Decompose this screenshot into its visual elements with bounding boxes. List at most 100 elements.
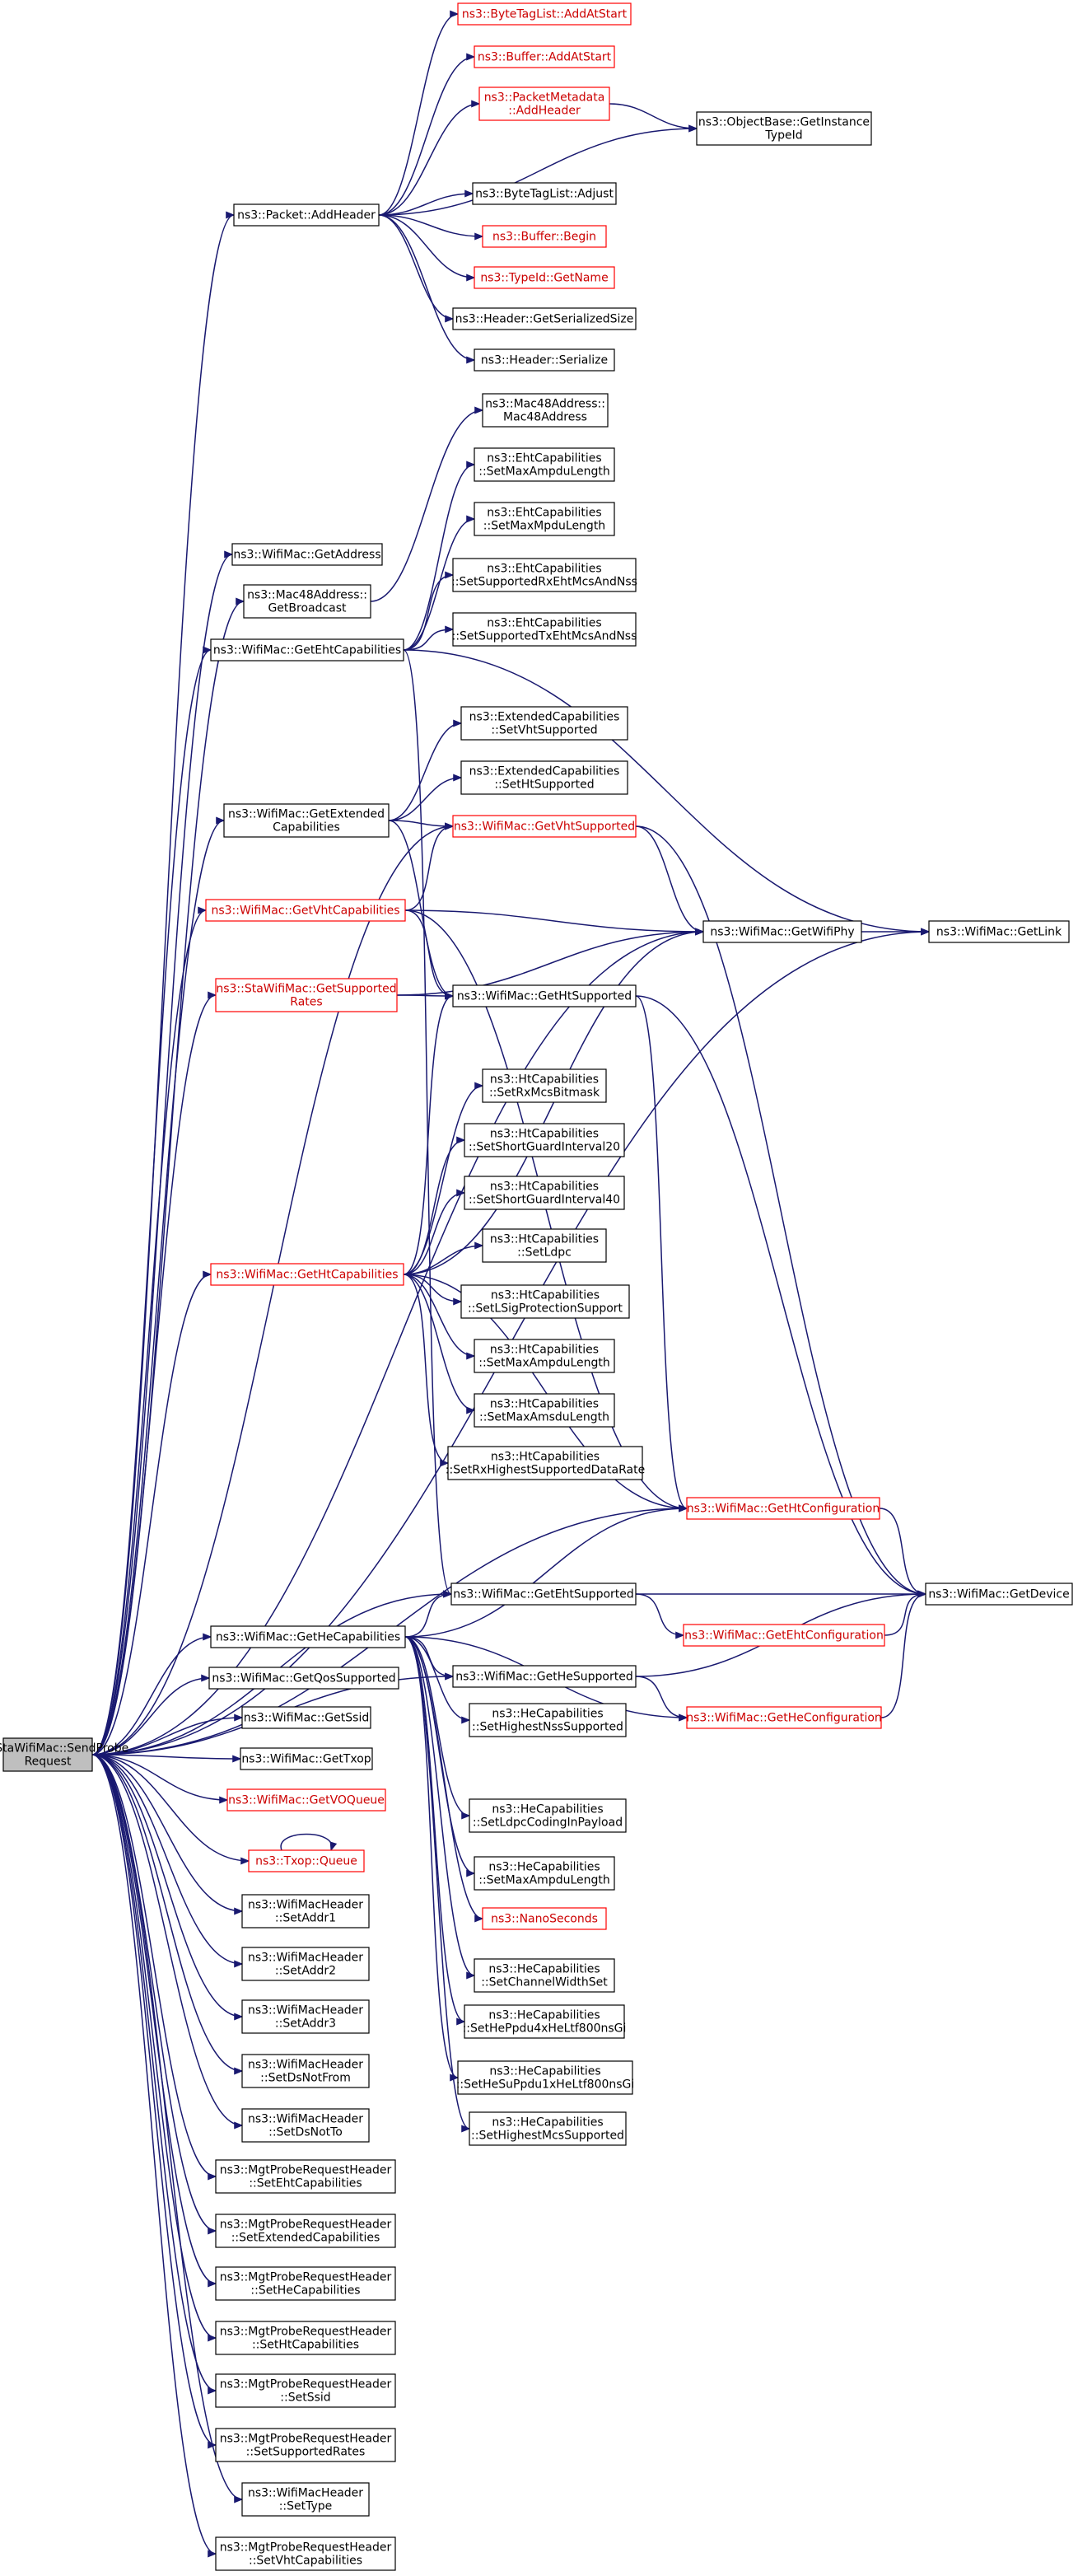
edge-line: [378, 214, 475, 361]
node-ext-set-ht[interactable]: ns3::ExtendedCapabilities::SetHtSupporte…: [460, 760, 628, 795]
edge-line: [403, 649, 452, 1595]
node-label: ns3::TypeId::GetName: [480, 272, 608, 285]
node-get-device[interactable]: ns3::WifiMac::GetDevice: [925, 1583, 1073, 1606]
node-mgt-set-ssid[interactable]: ns3::MgtProbeRequestHeader::SetSsid: [215, 2373, 396, 2408]
node-hdr-serialize[interactable]: ns3::Header::Serialize: [474, 348, 615, 372]
node-ht-set-rx-mcs[interactable]: ns3::HtCapabilities::SetRxMcsBitmask: [482, 1068, 607, 1103]
node-mac48-ctor[interactable]: ns3::Mac48Address::Mac48Address: [482, 393, 609, 428]
node-get-he-supported[interactable]: ns3::WifiMac::GetHeSupported: [452, 1665, 637, 1688]
node-mgt-set-he[interactable]: ns3::MgtProbeRequestHeader::SetHeCapabil…: [215, 2266, 396, 2301]
node-mgt-set-vht[interactable]: ns3::MgtProbeRequestHeader::SetVhtCapabi…: [215, 2536, 396, 2571]
node-box: [215, 2536, 396, 2571]
node-ht-set-max-ampdu[interactable]: ns3::HtCapabilities::SetMaxAmpduLength: [474, 1339, 615, 1373]
node-nano-seconds[interactable]: ns3::NanoSeconds: [482, 1907, 607, 1930]
node-ht-set-lsig[interactable]: ns3::HtCapabilities::SetLSigProtectionSu…: [460, 1284, 630, 1319]
edge-arrowhead: [445, 822, 455, 830]
node-mgt-set-ext[interactable]: ns3::MgtProbeRequestHeader::SetExtendedC…: [215, 2214, 396, 2248]
node-mgt-set-rates[interactable]: ns3::MgtProbeRequestHeader::SetSupported…: [215, 2428, 396, 2462]
node-set-addr1[interactable]: ns3::WifiMacHeader::SetAddr1: [241, 1894, 370, 1928]
edge-get-ht-caps-to-ht-set-ldpc: [403, 1241, 484, 1275]
node-he-set-he-su-ppdu[interactable]: ns3::HeCapabilities::SetHeSuPpdu1xHeLtf8…: [456, 2060, 635, 2095]
node-get-address[interactable]: ns3::WifiMac::GetAddress: [231, 543, 383, 566]
edge-get-eht-caps-to-eht-set-max-mpdu: [403, 515, 476, 651]
node-get-ht-config[interactable]: ns3::WifiMac::GetHtConfiguration: [686, 1497, 880, 1520]
node-box: [241, 1706, 371, 1729]
node-box: [686, 1706, 882, 1729]
node-ht-set-max-amsdu[interactable]: ns3::HtCapabilities::SetMaxAmsduLength: [474, 1393, 615, 1428]
node-get-eht-caps[interactable]: ns3::WifiMac::GetEhtCapabilities: [210, 638, 404, 662]
edge-arrowhead: [234, 2067, 244, 2075]
node-label: ::SetRxHighestSupportedDataRate: [446, 1464, 645, 1477]
node-get-link[interactable]: ns3::WifiMac::GetLink: [928, 920, 1070, 943]
node-label: Capabilities: [273, 821, 340, 835]
edge-get-he-caps-to-he-set-ch-width: [404, 1636, 476, 1980]
node-set-addr2[interactable]: ns3::WifiMacHeader::SetAddr2: [241, 1947, 370, 1981]
edge-root-to-get-vht-caps: [91, 906, 208, 1756]
edge-line: [91, 214, 235, 1756]
edge-arrowhead: [208, 2550, 217, 2558]
node-buf-add-at-start[interactable]: ns3::Buffer::AddAtStart: [474, 45, 615, 68]
node-mgt-set-ht[interactable]: ns3::MgtProbeRequestHeader::SetHtCapabil…: [215, 2321, 396, 2355]
node-mgt-set-eht[interactable]: ns3::MgtProbeRequestHeader::SetEhtCapabi…: [215, 2159, 396, 2194]
edge-arrowhead: [240, 1857, 250, 1865]
node-type-id-get-name[interactable]: ns3::TypeId::GetName: [474, 266, 615, 289]
node-hdr-get-serialized-size[interactable]: ns3::Header::GetSerializedSize: [452, 307, 637, 330]
node-label: ::SetType: [279, 2500, 333, 2513]
node-get-wifi-phy[interactable]: ns3::WifiMac::GetWifiPhy: [702, 920, 862, 943]
node-set-addr3[interactable]: ns3::WifiMacHeader::SetAddr3: [241, 1999, 370, 2034]
node-set-ds-not-to[interactable]: ns3::WifiMacHeader::SetDsNotTo: [241, 2108, 370, 2143]
node-get-qos-supported[interactable]: ns3::WifiMac::GetQosSupported: [208, 1667, 399, 1690]
node-he-set-he-ppdu[interactable]: ns3::HeCapabilities::SetHePpdu4xHeLtf800…: [463, 2004, 627, 2039]
edge-line: [91, 601, 245, 1756]
node-get-txop[interactable]: ns3::WifiMac::GetTxop: [240, 1747, 373, 1770]
node-btl-add-at-start[interactable]: ns3::ByteTagList::AddAtStart: [457, 2, 632, 26]
node-set-type[interactable]: ns3::WifiMacHeader::SetType: [241, 2482, 370, 2517]
node-eht-set-max-mpdu[interactable]: ns3::EhtCapabilities::SetMaxMpduLength: [474, 502, 615, 536]
node-get-ssid[interactable]: ns3::WifiMac::GetSsid: [241, 1706, 371, 1729]
node-get-he-config[interactable]: ns3::WifiMac::GetHeConfiguration: [686, 1706, 882, 1729]
node-he-set-high-mcs[interactable]: ns3::HeCapabilities::SetHighestMcsSuppor…: [469, 2111, 627, 2146]
node-he-set-high-nss[interactable]: ns3::HeCapabilities::SetHighestNssSuppor…: [469, 1703, 627, 1737]
node-get-broadcast[interactable]: ns3::Mac48Address::GetBroadcast: [243, 584, 371, 619]
node-he-set-ldpc[interactable]: ns3::HeCapabilities::SetLdpcCodingInPayl…: [469, 1798, 627, 1833]
edge-line: [91, 1754, 250, 1862]
node-eht-set-tx[interactable]: ns3::EhtCapabilities::SetSupportedTxEhtM…: [452, 612, 637, 647]
edge-arrowhead: [329, 1841, 338, 1852]
node-eht-set-max-ampdu[interactable]: ns3::EhtCapabilities::SetMaxAmpduLength: [474, 447, 615, 482]
node-get-vht-caps[interactable]: ns3::WifiMac::GetVhtCapabilities: [205, 899, 406, 922]
edge-line: [91, 1274, 212, 1756]
edge-get-he-supported-to-get-he-config: [635, 1676, 688, 1722]
node-get-he-caps[interactable]: ns3::WifiMac::GetHeCapabilities: [210, 1625, 406, 1648]
node-txop-queue[interactable]: ns3::Txop::Queue: [248, 1849, 365, 1872]
node-ht-set-rx-high[interactable]: ns3::HtCapabilities::SetRxHighestSupport…: [446, 1446, 645, 1480]
node-buf-begin[interactable]: ns3::Buffer::Begin: [482, 225, 607, 248]
node-get-vht-supported[interactable]: ns3::WifiMac::GetVhtSupported: [452, 815, 637, 838]
node-get-vo-queue[interactable]: ns3::WifiMac::GetVOQueue: [226, 1788, 386, 1812]
edge-arrowhead: [443, 1590, 453, 1598]
edge-get-ht-caps-to-ht-set-sgi20: [403, 1136, 466, 1275]
node-add-header[interactable]: ns3::Packet::AddHeader: [233, 203, 380, 227]
node-ht-set-ldpc[interactable]: ns3::HtCapabilities::SetLdpc: [482, 1228, 607, 1263]
node-pm-add-header[interactable]: ns3::PacketMetadata::AddHeader: [478, 86, 610, 121]
node-get-ht-caps[interactable]: ns3::WifiMac::GetHtCapabilities: [210, 1263, 404, 1286]
node-eht-set-rx[interactable]: ns3::EhtCapabilities::SetSupportedRxEhtM…: [451, 558, 637, 592]
node-he-set-ch-width[interactable]: ns3::HeCapabilities::SetChannelWidthSet: [474, 1958, 615, 1993]
node-ht-set-sgi40[interactable]: ns3::HtCapabilities::SetShortGuardInterv…: [464, 1176, 625, 1210]
edge-arrowhead: [466, 461, 476, 469]
edge-arrowhead: [226, 211, 236, 219]
node-get-eht-supported[interactable]: ns3::WifiMac::GetEhtSupported: [450, 1583, 637, 1606]
node-btl-adjust[interactable]: ns3::ByteTagList::Adjust: [472, 182, 617, 205]
node-get-eht-config[interactable]: ns3::WifiMac::GetEhtConfiguration: [683, 1624, 885, 1647]
node-ht-set-sgi20[interactable]: ns3::HtCapabilities::SetShortGuardInterv…: [464, 1123, 625, 1157]
node-set-ds-not-from[interactable]: ns3::WifiMacHeader::SetDsNotFrom: [241, 2054, 370, 2088]
edge-get-broadcast-to-mac48-ctor: [370, 406, 484, 602]
node-get-ht-supported[interactable]: ns3::WifiMac::GetHtSupported: [452, 984, 637, 1007]
edge-get-vht-caps-to-get-vht-supported: [404, 822, 455, 911]
node-box: [457, 2, 632, 26]
node-ext-set-vht[interactable]: ns3::ExtendedCapabilities::SetVhtSupport…: [460, 706, 628, 741]
node-he-set-max-ampdu[interactable]: ns3::HeCapabilities::SetMaxAmpduLength: [474, 1856, 615, 1891]
